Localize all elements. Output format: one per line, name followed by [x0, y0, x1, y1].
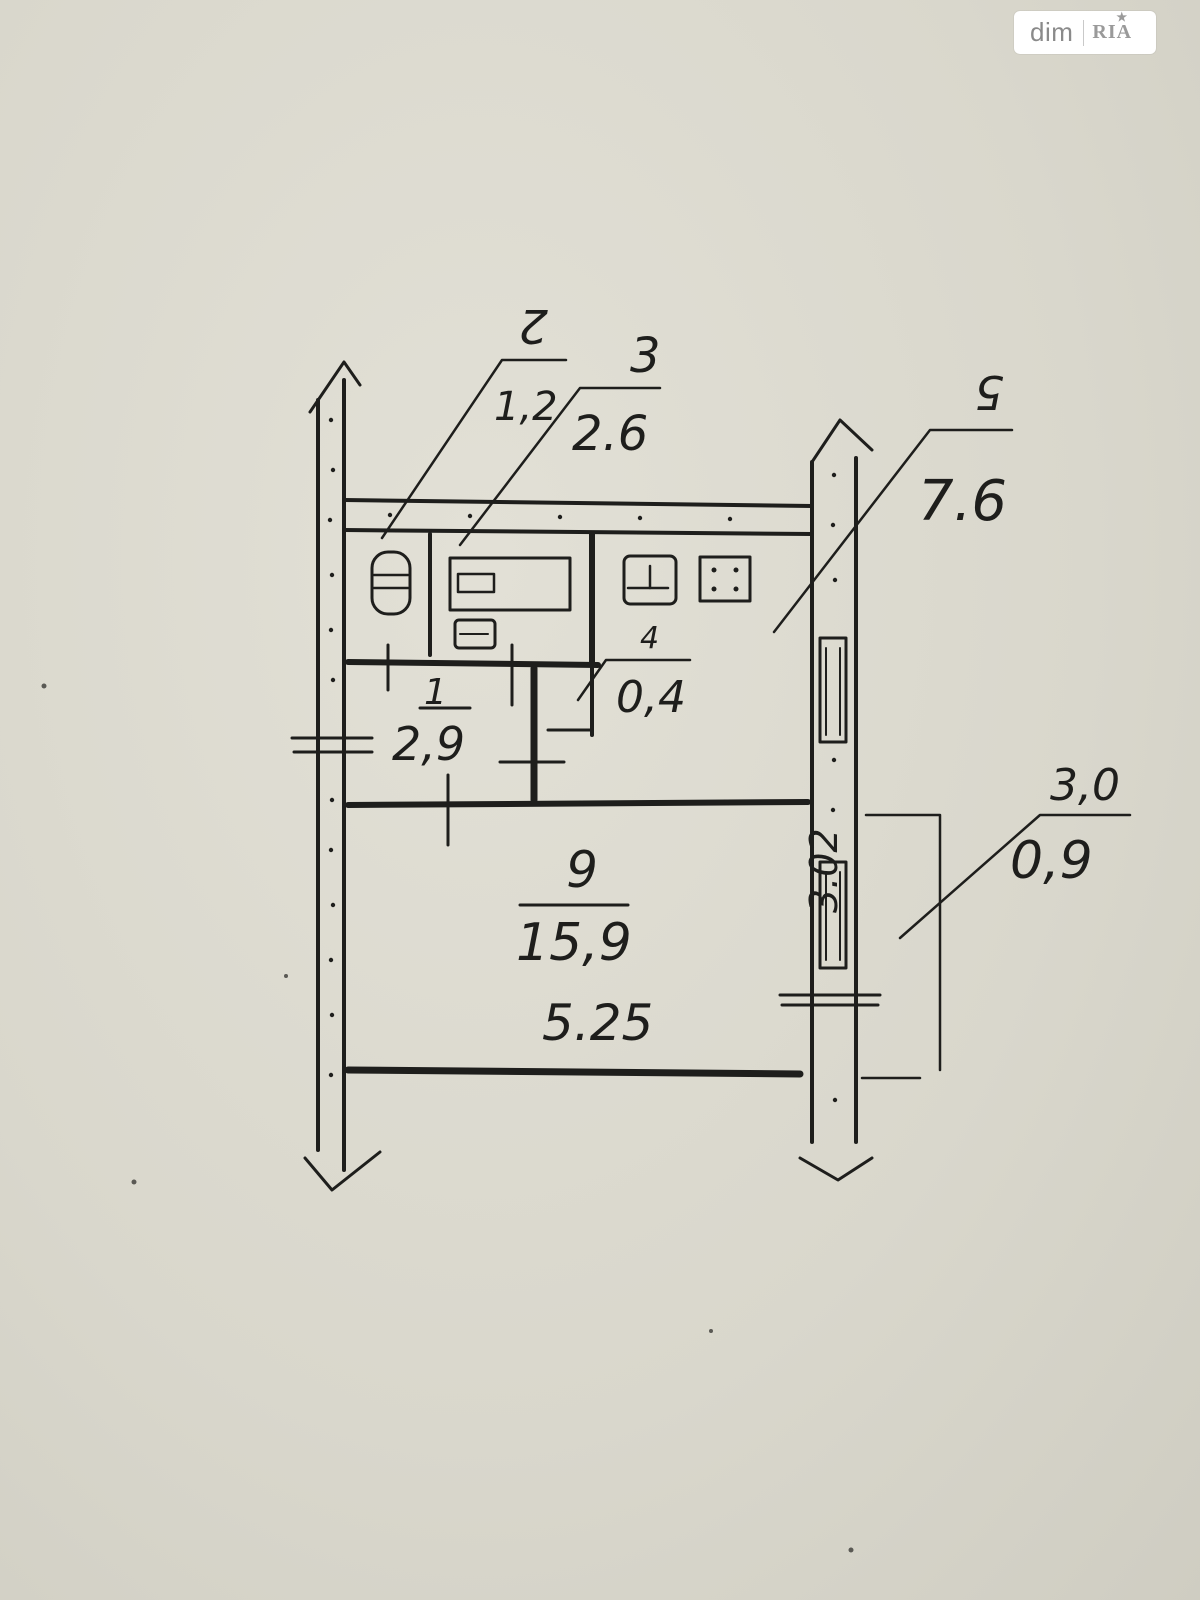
paper-specks [41, 683, 854, 1553]
right-exterior-wall [778, 418, 882, 1182]
leader-lines [380, 358, 1132, 1080]
watermark-dim: dim [1030, 17, 1074, 47]
watermark-ria-logo: RIA★ [1092, 10, 1133, 44]
room-width-dimension: 5.25 [542, 994, 653, 1052]
room-3-number: 3 [630, 328, 661, 384]
stove-fixture [698, 555, 752, 603]
watermark-star-icon: ★ [1116, 10, 1129, 24]
bathtub-fixture [448, 556, 572, 612]
room-6-area: 15,9 [516, 913, 632, 973]
kitchen-sink-fixture [622, 554, 678, 606]
room-1-area: 2,9 [392, 717, 465, 771]
room-5-number: 5 [975, 365, 1004, 419]
room-6-number: 6 [566, 838, 598, 896]
watermark-badge: dim RIA★ [1014, 10, 1156, 54]
room-depth-dimension: 3.02 [802, 828, 846, 913]
left-exterior-wall [290, 360, 382, 1192]
watermark-divider [1083, 19, 1085, 46]
interior-partitions [344, 531, 811, 1078]
room-5-area: 7.6 [918, 469, 1007, 534]
room-1-number: 1 [424, 672, 447, 713]
room-2-area: 1,2 [494, 384, 558, 430]
watermark-ria: RIA [1092, 21, 1133, 43]
balcony-area: 0,9 [1010, 831, 1093, 891]
room-labels: 2 1,2 3 2.6 5 7.6 4 0,4 1 2,9 6 15,9 3.0… [392, 299, 1120, 1052]
balcony-length: 3,0 [1050, 760, 1120, 811]
room-4-number: 4 [640, 621, 659, 656]
room-3-area: 2.6 [572, 406, 648, 462]
sink-fixture [453, 618, 497, 650]
toilet-fixture [370, 550, 412, 616]
room-2-number: 2 [519, 299, 548, 353]
room-4-area: 0,4 [616, 672, 686, 723]
top-wall [342, 498, 814, 536]
